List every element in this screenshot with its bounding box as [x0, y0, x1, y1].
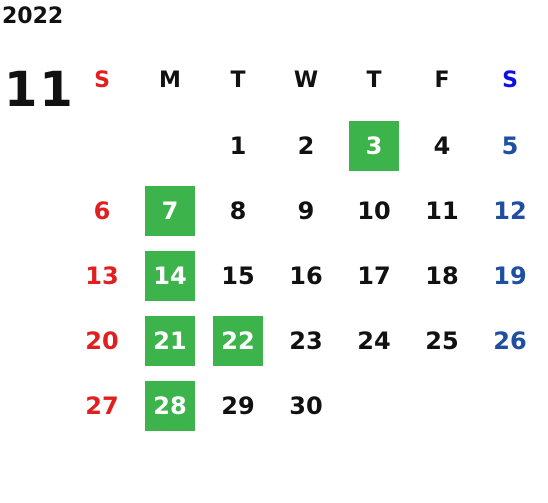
day-cell[interactable]: 30	[272, 373, 340, 438]
day-number: 16	[289, 261, 323, 290]
day-number: 25	[425, 326, 459, 355]
weekday-header: W	[293, 68, 319, 93]
day-cell[interactable]: 16	[272, 243, 340, 308]
day-number: 8	[229, 196, 247, 225]
day-number: 7	[145, 185, 195, 236]
day-cell[interactable]: 20	[68, 308, 136, 373]
day-number: 6	[93, 196, 111, 225]
day-number: 30	[289, 391, 323, 420]
day-cell[interactable]: 28	[136, 373, 204, 438]
day-number: 22	[213, 315, 263, 366]
day-number: 21	[145, 315, 195, 366]
day-cell[interactable]: 11	[408, 178, 476, 243]
weekday-header: T	[366, 68, 382, 93]
year-label: 2022	[2, 4, 64, 29]
day-number: 13	[85, 261, 119, 290]
day-cell[interactable]: 25	[408, 308, 476, 373]
day-cell[interactable]: 1	[204, 113, 272, 178]
day-number: 12	[493, 196, 527, 225]
day-number: 2	[297, 131, 315, 160]
day-cell[interactable]: 2	[272, 113, 340, 178]
day-number: 3	[349, 120, 399, 171]
day-cell[interactable]: 8	[204, 178, 272, 243]
month-label: 11	[4, 62, 75, 118]
day-number: 23	[289, 326, 323, 355]
day-cell[interactable]: 18	[408, 243, 476, 308]
day-number: 10	[357, 196, 391, 225]
day-cell[interactable]: 26	[476, 308, 544, 373]
day-number: 15	[221, 261, 255, 290]
day-number: 18	[425, 261, 459, 290]
empty-day-cell	[136, 113, 204, 178]
day-cell[interactable]: 22	[204, 308, 272, 373]
day-number: 5	[501, 131, 519, 160]
day-cell[interactable]: 14	[136, 243, 204, 308]
day-number: 14	[145, 250, 195, 301]
day-number: 11	[425, 196, 459, 225]
day-number: 24	[357, 326, 391, 355]
empty-day-cell	[68, 113, 136, 178]
day-cell[interactable]: 7	[136, 178, 204, 243]
day-cell[interactable]: 29	[204, 373, 272, 438]
day-number: 28	[145, 380, 195, 431]
day-number: 29	[221, 391, 255, 420]
day-number: 20	[85, 326, 119, 355]
weekday-header: F	[434, 68, 450, 93]
day-cell[interactable]: 13	[68, 243, 136, 308]
day-number: 17	[357, 261, 391, 290]
day-cell[interactable]: 15	[204, 243, 272, 308]
day-cell[interactable]: 19	[476, 243, 544, 308]
day-cell[interactable]: 17	[340, 243, 408, 308]
day-cell[interactable]: 4	[408, 113, 476, 178]
day-number: 1	[229, 131, 247, 160]
day-cell[interactable]: 9	[272, 178, 340, 243]
day-cell[interactable]: 5	[476, 113, 544, 178]
day-number: 19	[493, 261, 527, 290]
day-number: 9	[297, 196, 315, 225]
day-cell[interactable]: 3	[340, 113, 408, 178]
day-cell[interactable]: 12	[476, 178, 544, 243]
day-cell[interactable]: 21	[136, 308, 204, 373]
day-cell[interactable]: 24	[340, 308, 408, 373]
weekday-header: M	[159, 68, 181, 93]
day-cell[interactable]: 23	[272, 308, 340, 373]
day-number: 4	[433, 131, 451, 160]
day-number: 26	[493, 326, 527, 355]
weekday-header: S	[502, 68, 518, 93]
day-number: 27	[85, 391, 119, 420]
day-cell[interactable]: 27	[68, 373, 136, 438]
day-cell[interactable]: 10	[340, 178, 408, 243]
weekday-header: T	[230, 68, 246, 93]
weekday-header: S	[94, 68, 110, 93]
day-cell[interactable]: 6	[68, 178, 136, 243]
